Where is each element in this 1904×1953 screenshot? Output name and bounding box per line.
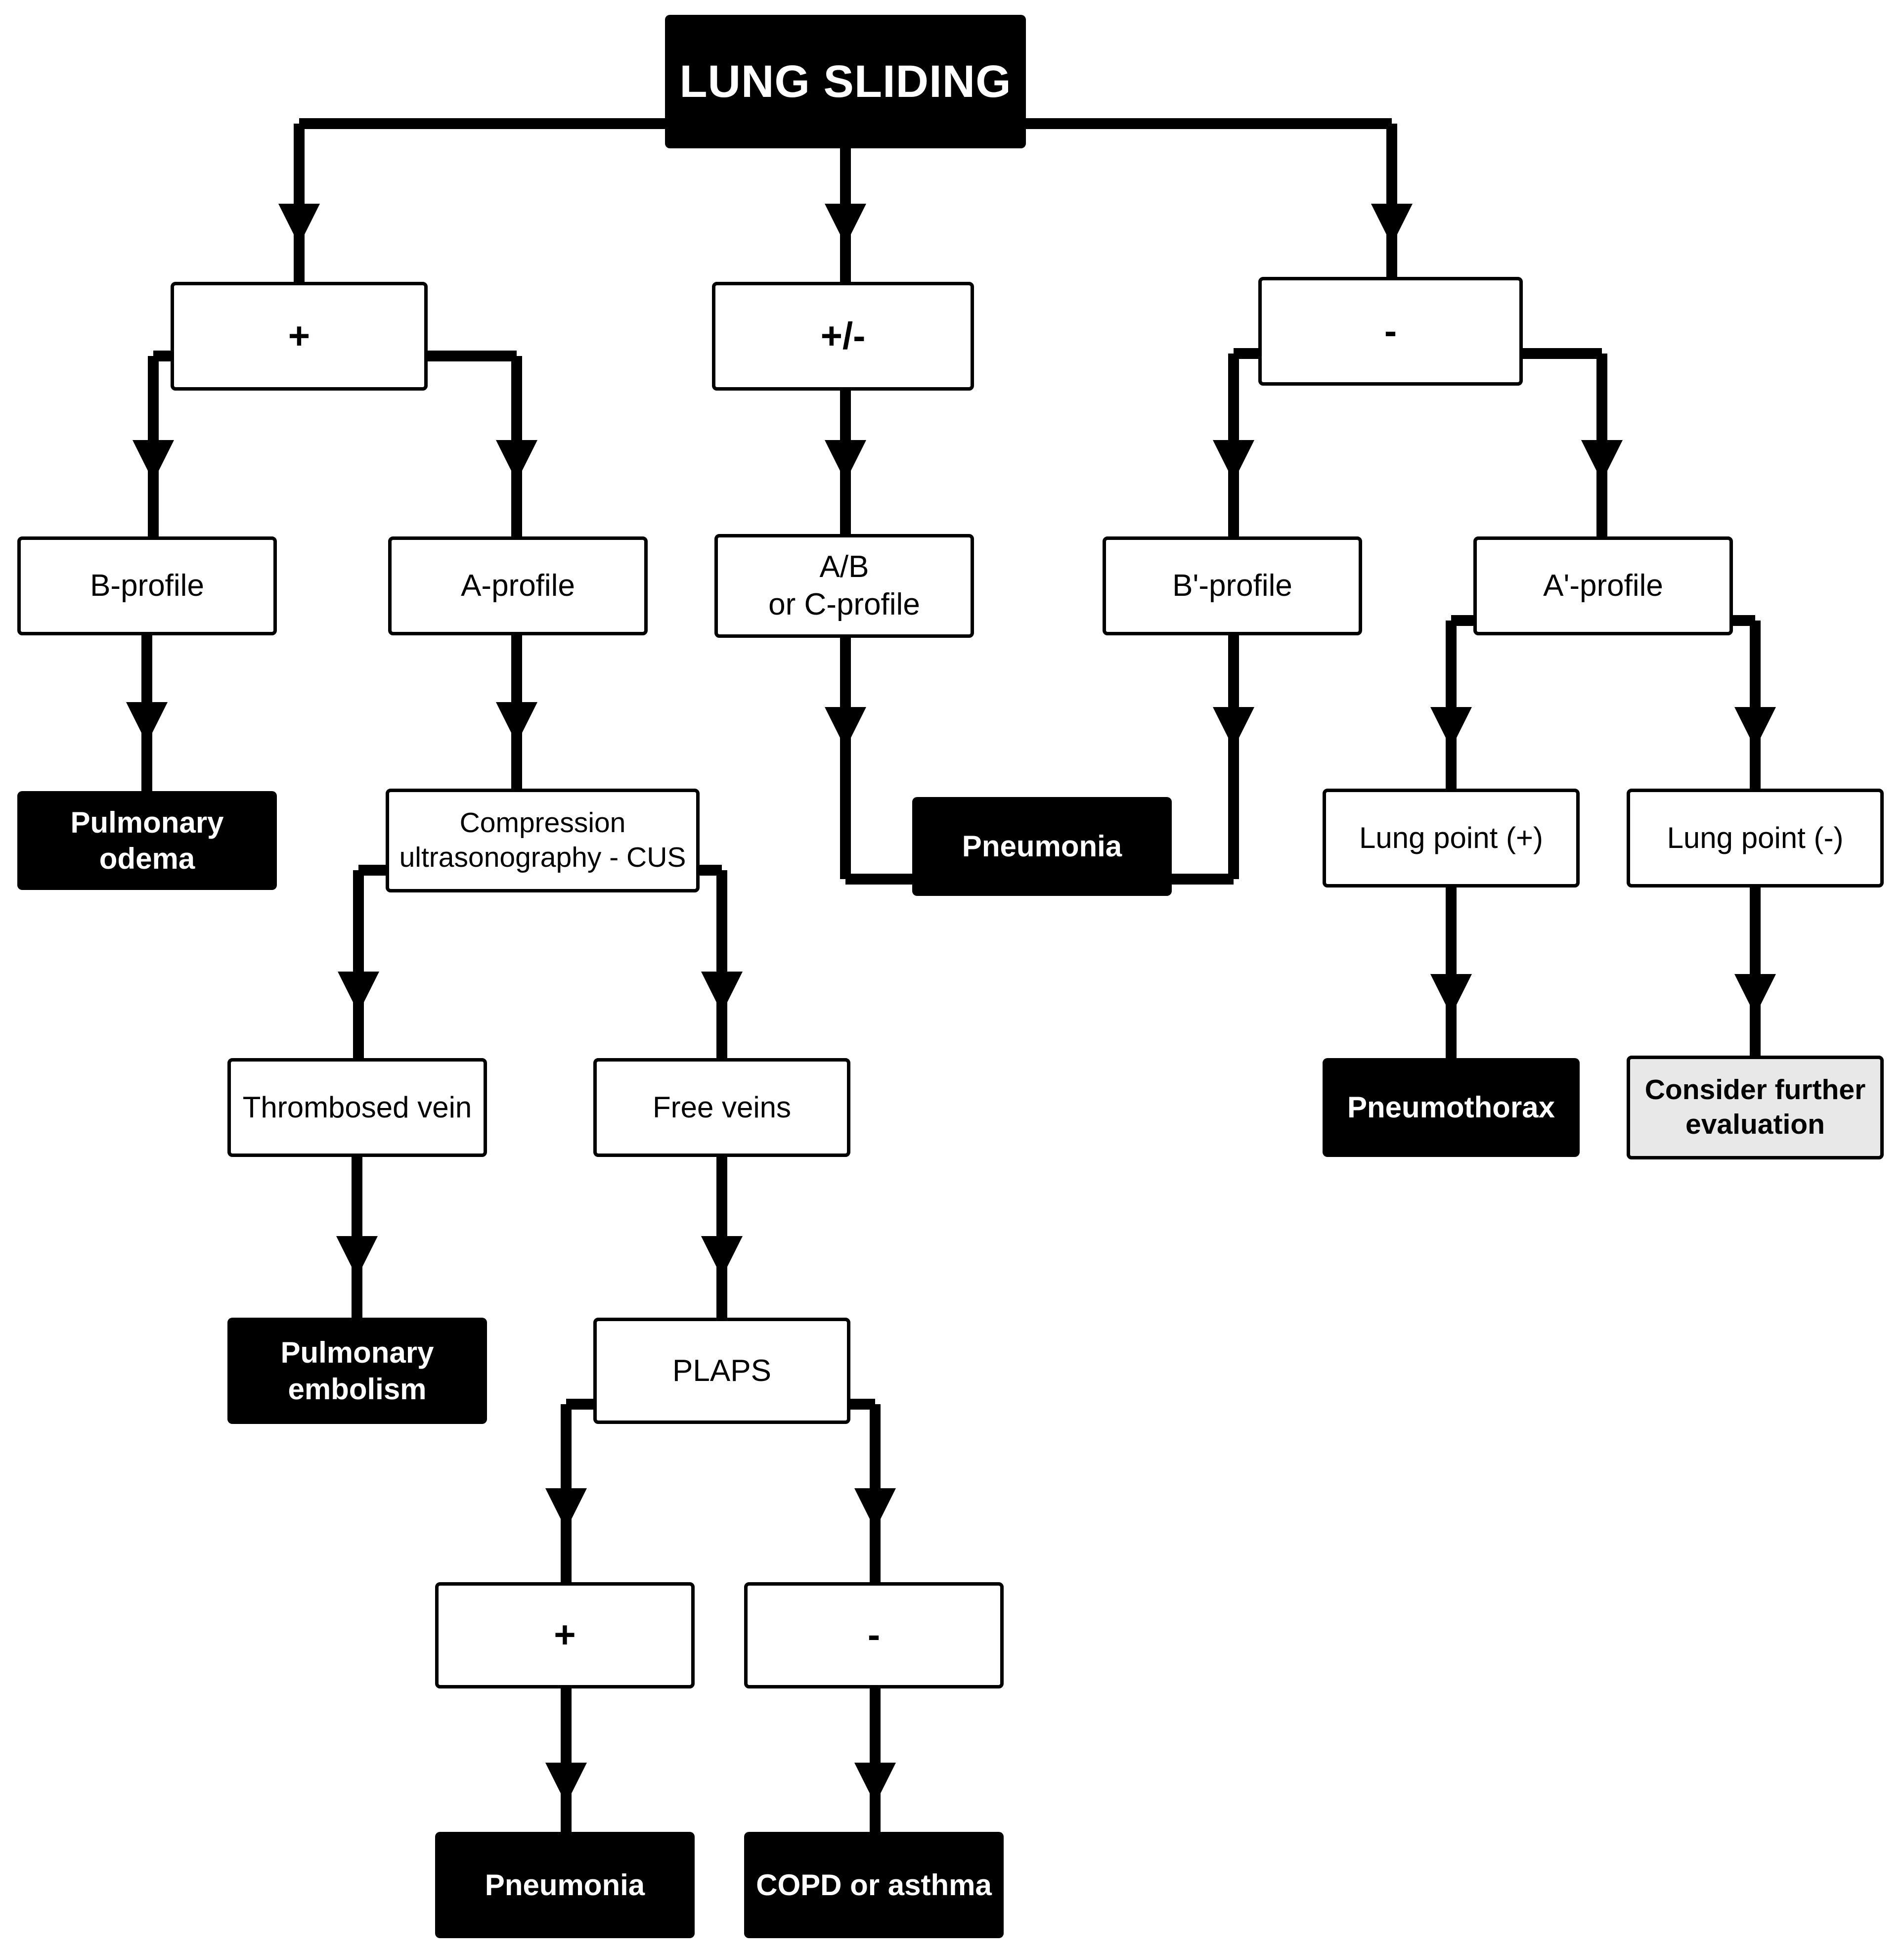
node-label: Compression ultrasonography - CUS — [399, 807, 686, 873]
node-label: B'-profile — [1172, 569, 1292, 603]
node-label: A'-profile — [1543, 569, 1663, 603]
node-a-prime-profile[interactable]: A'-profile — [1473, 536, 1733, 635]
node-plaps-negative[interactable]: - — [744, 1582, 1004, 1688]
node-free-veins[interactable]: Free veins — [593, 1058, 850, 1157]
node-pneumothorax[interactable]: Pneumothorax — [1323, 1058, 1580, 1157]
node-lung-sliding-plusminus[interactable]: +/- — [712, 282, 974, 391]
node-copd-or-asthma[interactable]: COPD or asthma — [744, 1832, 1004, 1938]
node-ab-or-c-profile[interactable]: A/B or C-profile — [714, 534, 974, 638]
node-pneumonia-upper[interactable]: Pneumonia — [912, 797, 1172, 896]
node-consider-further-evaluation[interactable]: Consider further evaluation — [1627, 1056, 1884, 1159]
node-label: Lung point (-) — [1667, 821, 1844, 855]
node-b-prime-profile[interactable]: B'-profile — [1103, 536, 1362, 635]
node-label: Thrombosed vein — [242, 1091, 472, 1124]
node-compression-ultrasonography-cus[interactable]: Compression ultrasonography - CUS — [386, 789, 700, 892]
node-label: B-profile — [90, 569, 204, 603]
node-pulmonary-embolism[interactable]: Pulmonary embolism — [227, 1318, 487, 1424]
arrowheads — [126, 204, 1776, 1804]
node-root-lung-sliding[interactable]: LUNG SLIDING — [665, 15, 1026, 148]
node-label: LUNG SLIDING — [679, 56, 1012, 107]
node-label: PLAPS — [672, 1353, 771, 1388]
node-label: +/- — [820, 314, 866, 357]
node-label: A/B or C-profile — [768, 550, 920, 621]
node-lung-point-positive[interactable]: Lung point (+) — [1323, 789, 1580, 888]
node-b-profile[interactable]: B-profile — [17, 536, 277, 635]
node-plaps[interactable]: PLAPS — [593, 1318, 850, 1424]
node-label: - — [867, 1614, 881, 1656]
node-label: COPD or asthma — [756, 1868, 992, 1902]
node-label: Pneumonia — [485, 1868, 645, 1902]
node-pulmonary-odema[interactable]: Pulmonary odema — [17, 791, 277, 890]
node-label: Consider further evaluation — [1644, 1074, 1866, 1140]
node-label: + — [554, 1614, 576, 1656]
node-label: - — [1384, 310, 1397, 352]
node-lung-point-negative[interactable]: Lung point (-) — [1627, 789, 1884, 888]
node-label: Pneumonia — [962, 830, 1122, 863]
node-label: Pulmonary odema — [70, 805, 224, 875]
node-label: Lung point (+) — [1359, 821, 1543, 855]
node-a-profile[interactable]: A-profile — [388, 536, 648, 635]
node-label: Pneumothorax — [1347, 1091, 1555, 1124]
node-label: Pulmonary embolism — [280, 1336, 434, 1406]
node-thrombosed-vein[interactable]: Thrombosed vein — [227, 1058, 487, 1157]
node-label: Free veins — [652, 1091, 792, 1124]
node-label: A-profile — [461, 569, 575, 603]
node-lung-sliding-positive[interactable]: + — [171, 282, 428, 391]
node-pneumonia-lower[interactable]: Pneumonia — [435, 1832, 695, 1938]
node-label: + — [288, 314, 310, 357]
node-plaps-positive[interactable]: + — [435, 1582, 695, 1688]
node-lung-sliding-negative[interactable]: - — [1258, 277, 1523, 386]
